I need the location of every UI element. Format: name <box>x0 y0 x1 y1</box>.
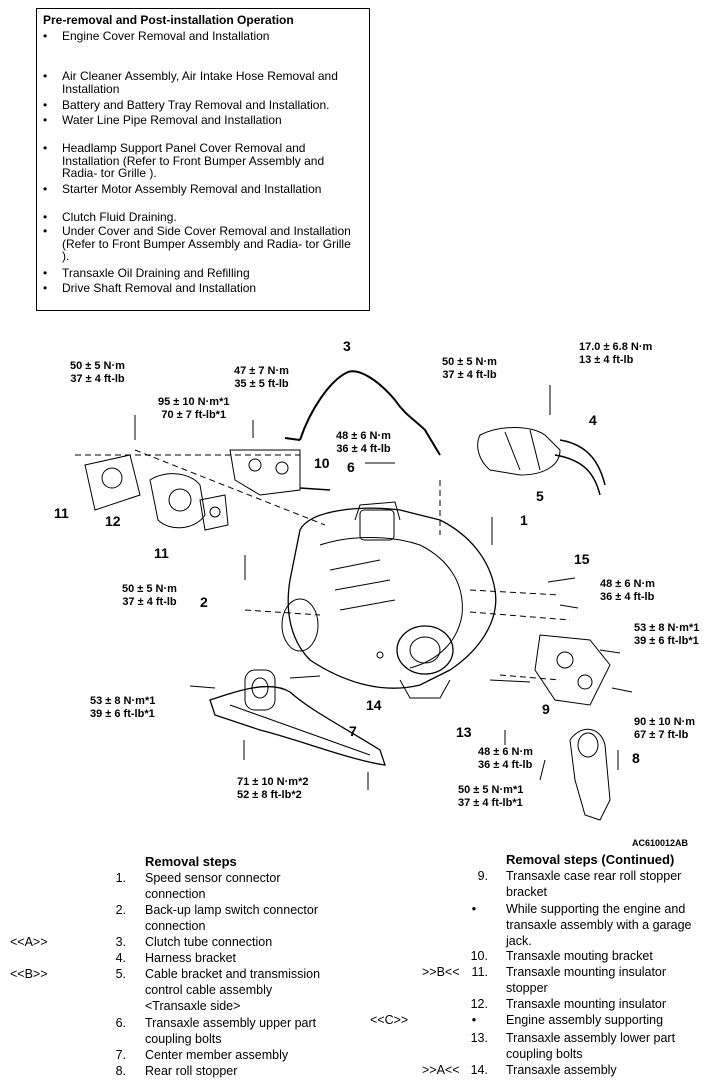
part-number: 10 <box>314 455 330 471</box>
part-number: 4 <box>589 412 597 428</box>
list-item: 8.Rear roll stopper <box>115 1064 238 1078</box>
list-item: •Clutch Fluid Draining. <box>43 210 177 224</box>
part-number: 5 <box>536 488 544 504</box>
list-item: >>A<<14.Transaxle assembly <box>422 1063 617 1077</box>
list-item: •While supporting the engine and transax… <box>471 902 692 948</box>
transaxle-exploded-view <box>75 370 633 821</box>
list-item: •Transaxle Oil Draining and Refilling <box>43 266 250 280</box>
list-item: 6.Transaxle assembly upper part coupling… <box>115 1016 317 1046</box>
part-number: 7 <box>349 723 357 739</box>
part-number: 13 <box>456 724 472 740</box>
list-item: 13.Transaxle assembly lower part couplin… <box>470 1031 676 1061</box>
list-item: 9.Transaxle case rear roll stopper brack… <box>477 869 682 899</box>
list-item: <<B>>5.Cable bracket and transmission co… <box>10 967 321 1013</box>
list-item: 12.Transaxle mounting insulator <box>470 997 667 1011</box>
list-item: •Drive Shaft Removal and Installation <box>43 281 257 295</box>
list-item: 2.Back-up lamp switch connector connecti… <box>115 903 318 933</box>
part-number: 12 <box>105 513 121 529</box>
part-number: 2 <box>200 594 208 610</box>
list-item: •Air Cleaner Assembly, Air Intake Hose R… <box>43 69 338 96</box>
list-item: •Under Cover and Side Cover Removal and … <box>43 224 351 263</box>
list-item: <<C>>•Engine assembly supporting <box>370 1013 664 1027</box>
list-item: <<A>>3.Clutch tube connection <box>10 935 273 949</box>
list-item: •Headlamp Support Panel Cover Removal an… <box>43 141 325 180</box>
part-number: 6 <box>347 459 355 475</box>
list-item: 10.Transaxle mouting bracket <box>470 949 653 963</box>
part-number: 11 <box>154 545 169 561</box>
removal-steps-heading-continued: Removal steps (Continued) <box>506 852 675 867</box>
list-item: •Water Line Pipe Removal and Installatio… <box>43 113 282 127</box>
list-item: •Engine Cover Removal and Installation <box>43 29 270 43</box>
list-item: •Battery and Battery Tray Removal and In… <box>43 98 330 112</box>
list-item: >>B<<11.Transaxle mounting insulator sto… <box>422 965 667 995</box>
list-item: 7.Center member assembly <box>115 1048 289 1062</box>
part-number: 1 <box>520 512 528 528</box>
part-number: 15 <box>574 551 590 567</box>
part-number: 14 <box>366 697 382 713</box>
part-number: 8 <box>632 750 640 766</box>
removal-steps-heading: Removal steps <box>145 854 237 869</box>
part-number: 11 <box>54 505 69 521</box>
list-item: 4.Harness bracket <box>115 951 237 965</box>
list-item: 1.Speed sensor connector connection <box>115 871 281 901</box>
part-number: 9 <box>542 701 550 717</box>
pre-removal-box: Pre-removal and Post-installation Operat… <box>36 8 370 311</box>
pre-removal-title: Pre-removal and Post-installation Operat… <box>43 13 294 27</box>
list-item: •Starter Motor Assembly Removal and Inst… <box>43 182 322 196</box>
part-number: 3 <box>343 338 351 354</box>
figure-reference: AC610012AB <box>632 838 689 848</box>
